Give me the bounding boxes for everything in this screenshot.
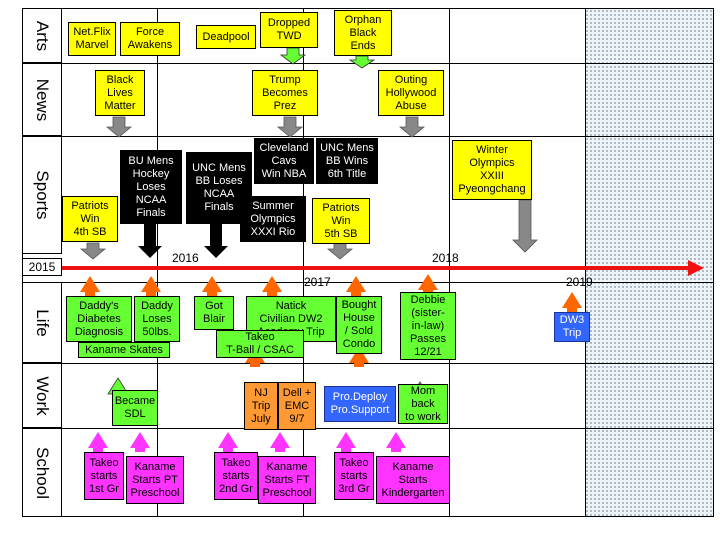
event-unc-wins-title: UNC Mens BB Wins 6th Title — [316, 138, 378, 184]
arrow-down-icon — [512, 199, 538, 253]
event-orphan-black-ends: Orphan Black Ends — [334, 10, 392, 56]
arrow-up-icon — [141, 276, 161, 296]
arrow-down-icon — [79, 242, 107, 260]
event-kaname-pt-preschool: Kaname Starts PT Preschool — [126, 456, 184, 504]
grid-row-line — [22, 282, 714, 283]
category-sports: Sports — [22, 136, 62, 254]
year-label: 2018 — [432, 251, 459, 265]
event-dell-emc-merger: Dell + EMC 9/7 — [278, 382, 316, 430]
timeline-arrowhead — [688, 260, 704, 276]
category-arts: Arts — [22, 8, 62, 63]
event-dropped-twd: Dropped TWD — [260, 12, 318, 48]
grid-row-line — [22, 428, 714, 429]
arrow-up-icon — [202, 276, 222, 296]
event-netflix-marvel: Net.Flix Marvel — [68, 22, 116, 56]
grid-column-line — [585, 8, 586, 517]
year-label: 2019 — [566, 275, 593, 289]
arrow-up-icon — [418, 274, 438, 294]
event-winter-olympics: Winter Olympics XXIII Pyeongchang — [452, 140, 532, 200]
arrow-up-icon — [80, 276, 100, 296]
grid-row-line — [22, 363, 714, 364]
event-patriots-5th-sb: Patriots Win 5th SB — [312, 198, 370, 244]
arrow-down-icon — [326, 242, 354, 260]
arrow-up-icon — [218, 432, 238, 452]
grid-column-line — [449, 8, 450, 517]
arrow-down-icon — [105, 116, 133, 138]
arrow-up-icon — [562, 292, 582, 312]
event-daddy-loses-weight: Daddy Loses 50lbs. — [134, 296, 180, 342]
event-outing-hollywood-abuse: Outing Hollywood Abuse — [378, 70, 444, 116]
event-cavs-win-nba: Cleveland Cavs Win NBA — [254, 138, 314, 184]
arrow-down-icon — [279, 47, 307, 65]
arrow-up-icon — [336, 432, 356, 452]
event-kaname-ft-preschool: Kaname Starts FT Preschool — [258, 456, 316, 504]
grid-column-line — [157, 8, 158, 517]
category-school: School — [22, 428, 62, 517]
event-deadpool: Deadpool — [196, 25, 256, 49]
category-news: News — [22, 63, 62, 136]
year-label: 2016 — [172, 251, 199, 265]
arrow-up-icon — [130, 432, 150, 452]
event-debbie-passes: Debbie (sister- in-law) Passes 12/21 — [400, 292, 456, 360]
arrow-down-icon — [276, 116, 304, 138]
event-patriots-4th-sb: Patriots Win 4th SB — [62, 196, 118, 242]
event-takeo-3rd-grade: Takeo starts 3rd Gr — [334, 452, 374, 500]
arrow-up-icon — [346, 276, 366, 296]
year-label: 2017 — [304, 275, 331, 289]
event-takeo-tball: Takeo T-Ball / CSAC — [216, 330, 304, 358]
event-takeo-1st-grade: Takeo starts 1st Gr — [84, 452, 124, 500]
arrow-down-icon — [138, 224, 162, 258]
arrow-down-icon — [398, 116, 426, 138]
event-bought-house: Bought House / Sold Condo — [336, 296, 382, 354]
arrow-up-icon — [262, 276, 282, 296]
event-trump-becomes-prez: Trump Becomes Prez — [252, 70, 318, 116]
event-became-sdl: Became SDL — [112, 390, 158, 426]
grid-row-line — [22, 136, 714, 137]
event-bu-hockey-loses: BU Mens Hockey Loses NCAA Finals — [120, 150, 182, 224]
event-mom-back-to-work: Mom back to work — [398, 384, 448, 424]
arrow-down-icon — [348, 55, 376, 69]
grid-column-line — [303, 8, 304, 517]
event-summer-olympics: Summer Olympics XXXI Rio — [240, 196, 306, 242]
arrow-up-icon — [270, 432, 290, 452]
event-force-awakens: Force Awakens — [120, 22, 180, 56]
event-dw3-trip: DW3 Trip — [554, 312, 590, 342]
event-nj-trip: NJ Trip July — [244, 382, 278, 430]
category-life: Life — [22, 282, 62, 363]
event-black-lives-matter: Black Lives Matter — [95, 70, 145, 116]
event-daddys-diabetes: Daddy's Diabetes Diagnosis — [66, 296, 132, 342]
event-got-blair: Got Blair — [194, 296, 234, 330]
year-label: 2015 — [22, 258, 62, 276]
arrow-up-icon — [88, 432, 108, 452]
arrow-down-icon — [204, 224, 228, 258]
event-kaname-skates: Kaname Skates — [78, 342, 170, 358]
arrow-up-icon — [349, 347, 369, 367]
event-kaname-kindergarten: Kaname Starts Kindergarten — [376, 456, 450, 504]
arrow-up-icon — [386, 432, 406, 452]
category-work: Work — [22, 363, 62, 428]
event-takeo-2nd-grade: Takeo starts 2nd Gr — [214, 452, 258, 500]
event-prodeploy-prosupport: Pro.Deploy Pro.Support — [324, 386, 396, 422]
